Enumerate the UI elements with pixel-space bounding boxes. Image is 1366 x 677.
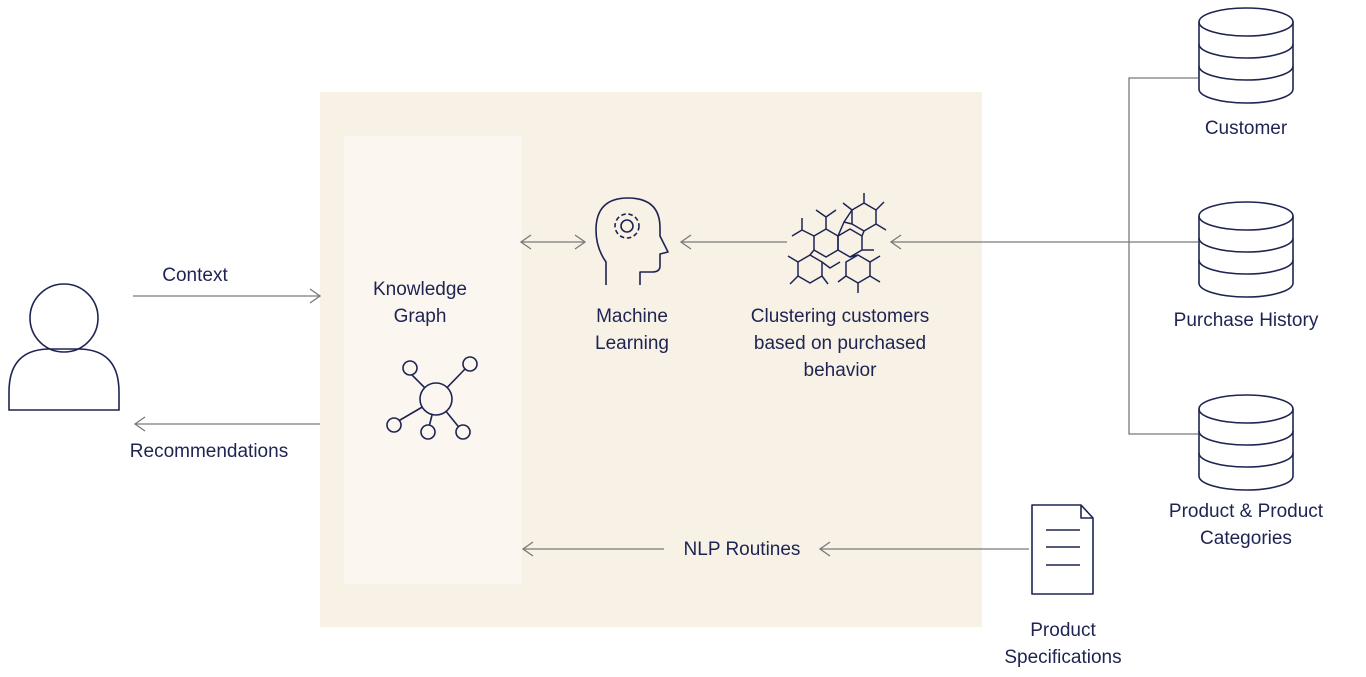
ai-head-icon xyxy=(595,197,669,285)
document-icon xyxy=(1031,504,1094,595)
purchase-history-label: Purchase History xyxy=(1173,310,1319,331)
product-categories-label: Product & Product Categories xyxy=(1168,501,1324,549)
knowledge-graph-label: Knowledge Graph xyxy=(372,279,468,327)
purchase-history-database-icon xyxy=(1198,201,1294,298)
knowledge-graph-column xyxy=(344,136,522,584)
data-sources-connector xyxy=(891,77,1198,435)
product-specifications-label: Product Specifications xyxy=(1004,620,1122,668)
customer-label: Customer xyxy=(1204,118,1288,139)
product-categories-database-icon xyxy=(1198,394,1294,491)
network-icon xyxy=(386,356,478,440)
customer-database-icon xyxy=(1198,7,1294,104)
nlp-routines-label: NLP Routines xyxy=(683,539,801,560)
recommendations-label: Recommendations xyxy=(129,441,289,462)
context-label: Context xyxy=(162,265,228,286)
user-icon xyxy=(8,283,120,411)
machine-learning-label: Machine Learning xyxy=(595,306,669,354)
clustering-label: Clustering customers based on purchased … xyxy=(750,306,930,381)
cluster-molecule-icon xyxy=(787,193,887,293)
